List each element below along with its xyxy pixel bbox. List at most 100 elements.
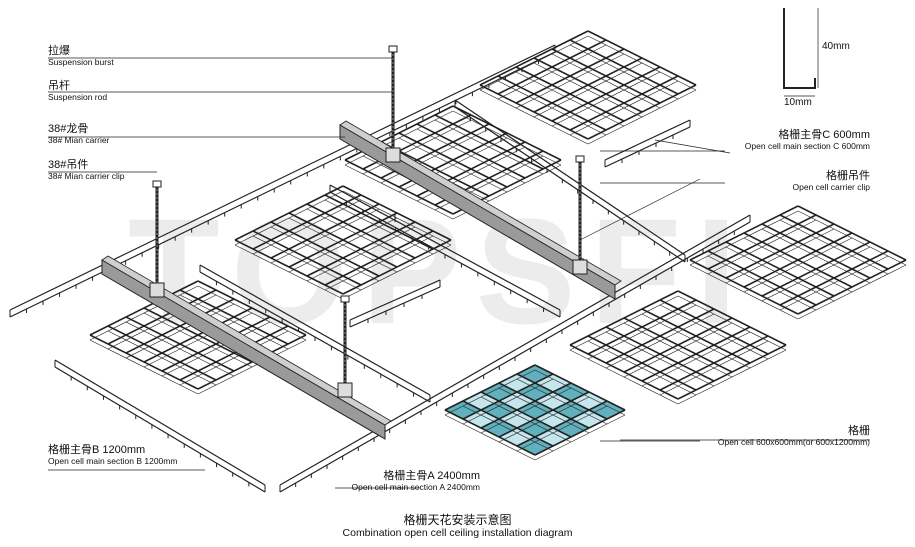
grid-bar-edge — [605, 313, 715, 369]
rod-clip — [149, 282, 165, 298]
grid-bar — [761, 241, 871, 297]
grid-bar-edge — [179, 330, 289, 386]
open-cell-grids — [89, 30, 907, 461]
grid-bar — [479, 30, 589, 86]
grid-bar-edge — [462, 405, 554, 452]
label-open-cell-cn: 格栅 — [848, 425, 870, 437]
grid-bar-edge — [498, 396, 590, 443]
grid-bar — [569, 290, 679, 346]
grid-bar-edge — [725, 228, 835, 284]
grid-bar-edge — [288, 217, 398, 273]
grid-bar — [725, 223, 835, 279]
label-section-c-cn: 格栅主骨C 600mm — [778, 129, 870, 141]
label-carrier-clip: 38#吊件 38# Mian carrier clip — [48, 159, 125, 182]
leader-line — [579, 178, 701, 241]
grid-bar-edge — [761, 246, 871, 302]
rail-top — [9, 44, 556, 311]
grid-bar-edge — [707, 219, 817, 275]
grid-bar-edge — [677, 349, 787, 405]
main-carriers — [101, 120, 622, 440]
grid-bar — [707, 214, 817, 270]
rod-2 — [149, 180, 165, 298]
grid-bar-edge — [743, 237, 853, 293]
rod-anchor — [340, 295, 350, 303]
section-profile-drawing — [783, 8, 819, 97]
rail-top — [199, 264, 431, 396]
grid-bar-edge — [380, 128, 490, 184]
suspension-rods — [149, 45, 588, 398]
grid-bar-edge — [197, 339, 307, 395]
grid-bar-edge — [125, 303, 235, 359]
grid-bar — [659, 335, 769, 391]
grid-bar — [89, 280, 199, 336]
grid-bar-edge — [551, 71, 661, 127]
grid-bar-edge — [444, 369, 536, 416]
label-cell-clip: 格栅吊件 Open cell carrier clip — [793, 170, 870, 193]
grid-bar — [234, 185, 344, 241]
rod-clip — [572, 259, 588, 275]
rail-bottom — [54, 366, 266, 493]
caption-en: Combination open cell ceiling installati… — [342, 527, 573, 539]
grid-bar — [306, 221, 416, 277]
label-suspension-burst-en: Suspension burst — [48, 57, 114, 67]
grid-bar — [342, 239, 452, 295]
grid-bar — [462, 373, 554, 420]
leader-lines — [48, 57, 870, 489]
grid-bar-edge — [623, 322, 733, 378]
dimension-height: 40mm — [822, 41, 850, 52]
grid-bar — [516, 400, 608, 447]
grid-right — [689, 205, 907, 320]
grid-lower-left — [89, 280, 307, 395]
grid-bar — [480, 382, 572, 429]
grid-bar-edge — [306, 226, 416, 282]
grid-bar-edge — [534, 414, 626, 461]
grid-bar-edge — [444, 414, 536, 461]
rail-b-mid — [329, 184, 561, 318]
grid-bar — [444, 409, 536, 456]
label-carrier-clip-cn: 38#吊件 — [48, 159, 89, 171]
label-section-b: 格栅主骨B 1200mm Open cell main section B 12… — [48, 444, 177, 467]
grid-bar-edge — [161, 321, 271, 377]
grid-bar-edge — [797, 264, 907, 320]
grid-bar — [797, 259, 907, 315]
grid-bar-edge — [89, 285, 199, 341]
grid-bar — [534, 364, 626, 411]
grid-bar-edge — [659, 340, 769, 396]
grid-bar-edge — [498, 387, 590, 434]
grid-bar — [779, 250, 889, 306]
grid-bar — [107, 289, 217, 345]
label-suspension-rod: 吊杆 Suspension rod — [48, 80, 107, 103]
rail-bottom — [349, 286, 441, 328]
grid-bar-edge — [569, 295, 679, 351]
grid-bar — [569, 75, 679, 131]
label-suspension-rod-cn: 吊杆 — [48, 80, 70, 92]
rail-c-mid — [349, 279, 441, 328]
rod-anchor — [575, 155, 585, 163]
grid-bar — [480, 391, 572, 438]
caption-cn: 格栅天花安装示意图 — [403, 513, 512, 527]
grid-bar-edge — [516, 378, 608, 425]
rail-b-front — [54, 359, 266, 493]
rod-4 — [337, 295, 353, 398]
dimension-width: 10mm — [784, 97, 812, 108]
main-section-rails — [9, 44, 751, 493]
label-section-a: 格栅主骨A 2400mm Open cell main section A 24… — [351, 470, 480, 493]
grid-bar — [587, 84, 697, 140]
grid-bar-edge — [234, 190, 344, 246]
label-section-b-cn: 格栅主骨B 1200mm — [48, 444, 146, 456]
grid-bar-edge — [480, 396, 572, 443]
grid-bar-edge — [569, 80, 679, 136]
label-cell-clip-cn: 格栅吊件 — [826, 170, 870, 182]
rail-top — [604, 119, 691, 161]
grid-bar-edge — [587, 89, 697, 145]
rod-anchor — [388, 45, 398, 53]
grid-bar-edge — [516, 405, 608, 452]
rod-clip — [337, 382, 353, 398]
grid-bar — [534, 409, 626, 456]
label-main-carrier-en: 38# Mian carrier — [48, 135, 110, 145]
grid-bar — [551, 66, 661, 122]
grid-bar — [677, 344, 787, 400]
grid-bar — [324, 230, 434, 286]
profile-channel — [783, 8, 816, 89]
